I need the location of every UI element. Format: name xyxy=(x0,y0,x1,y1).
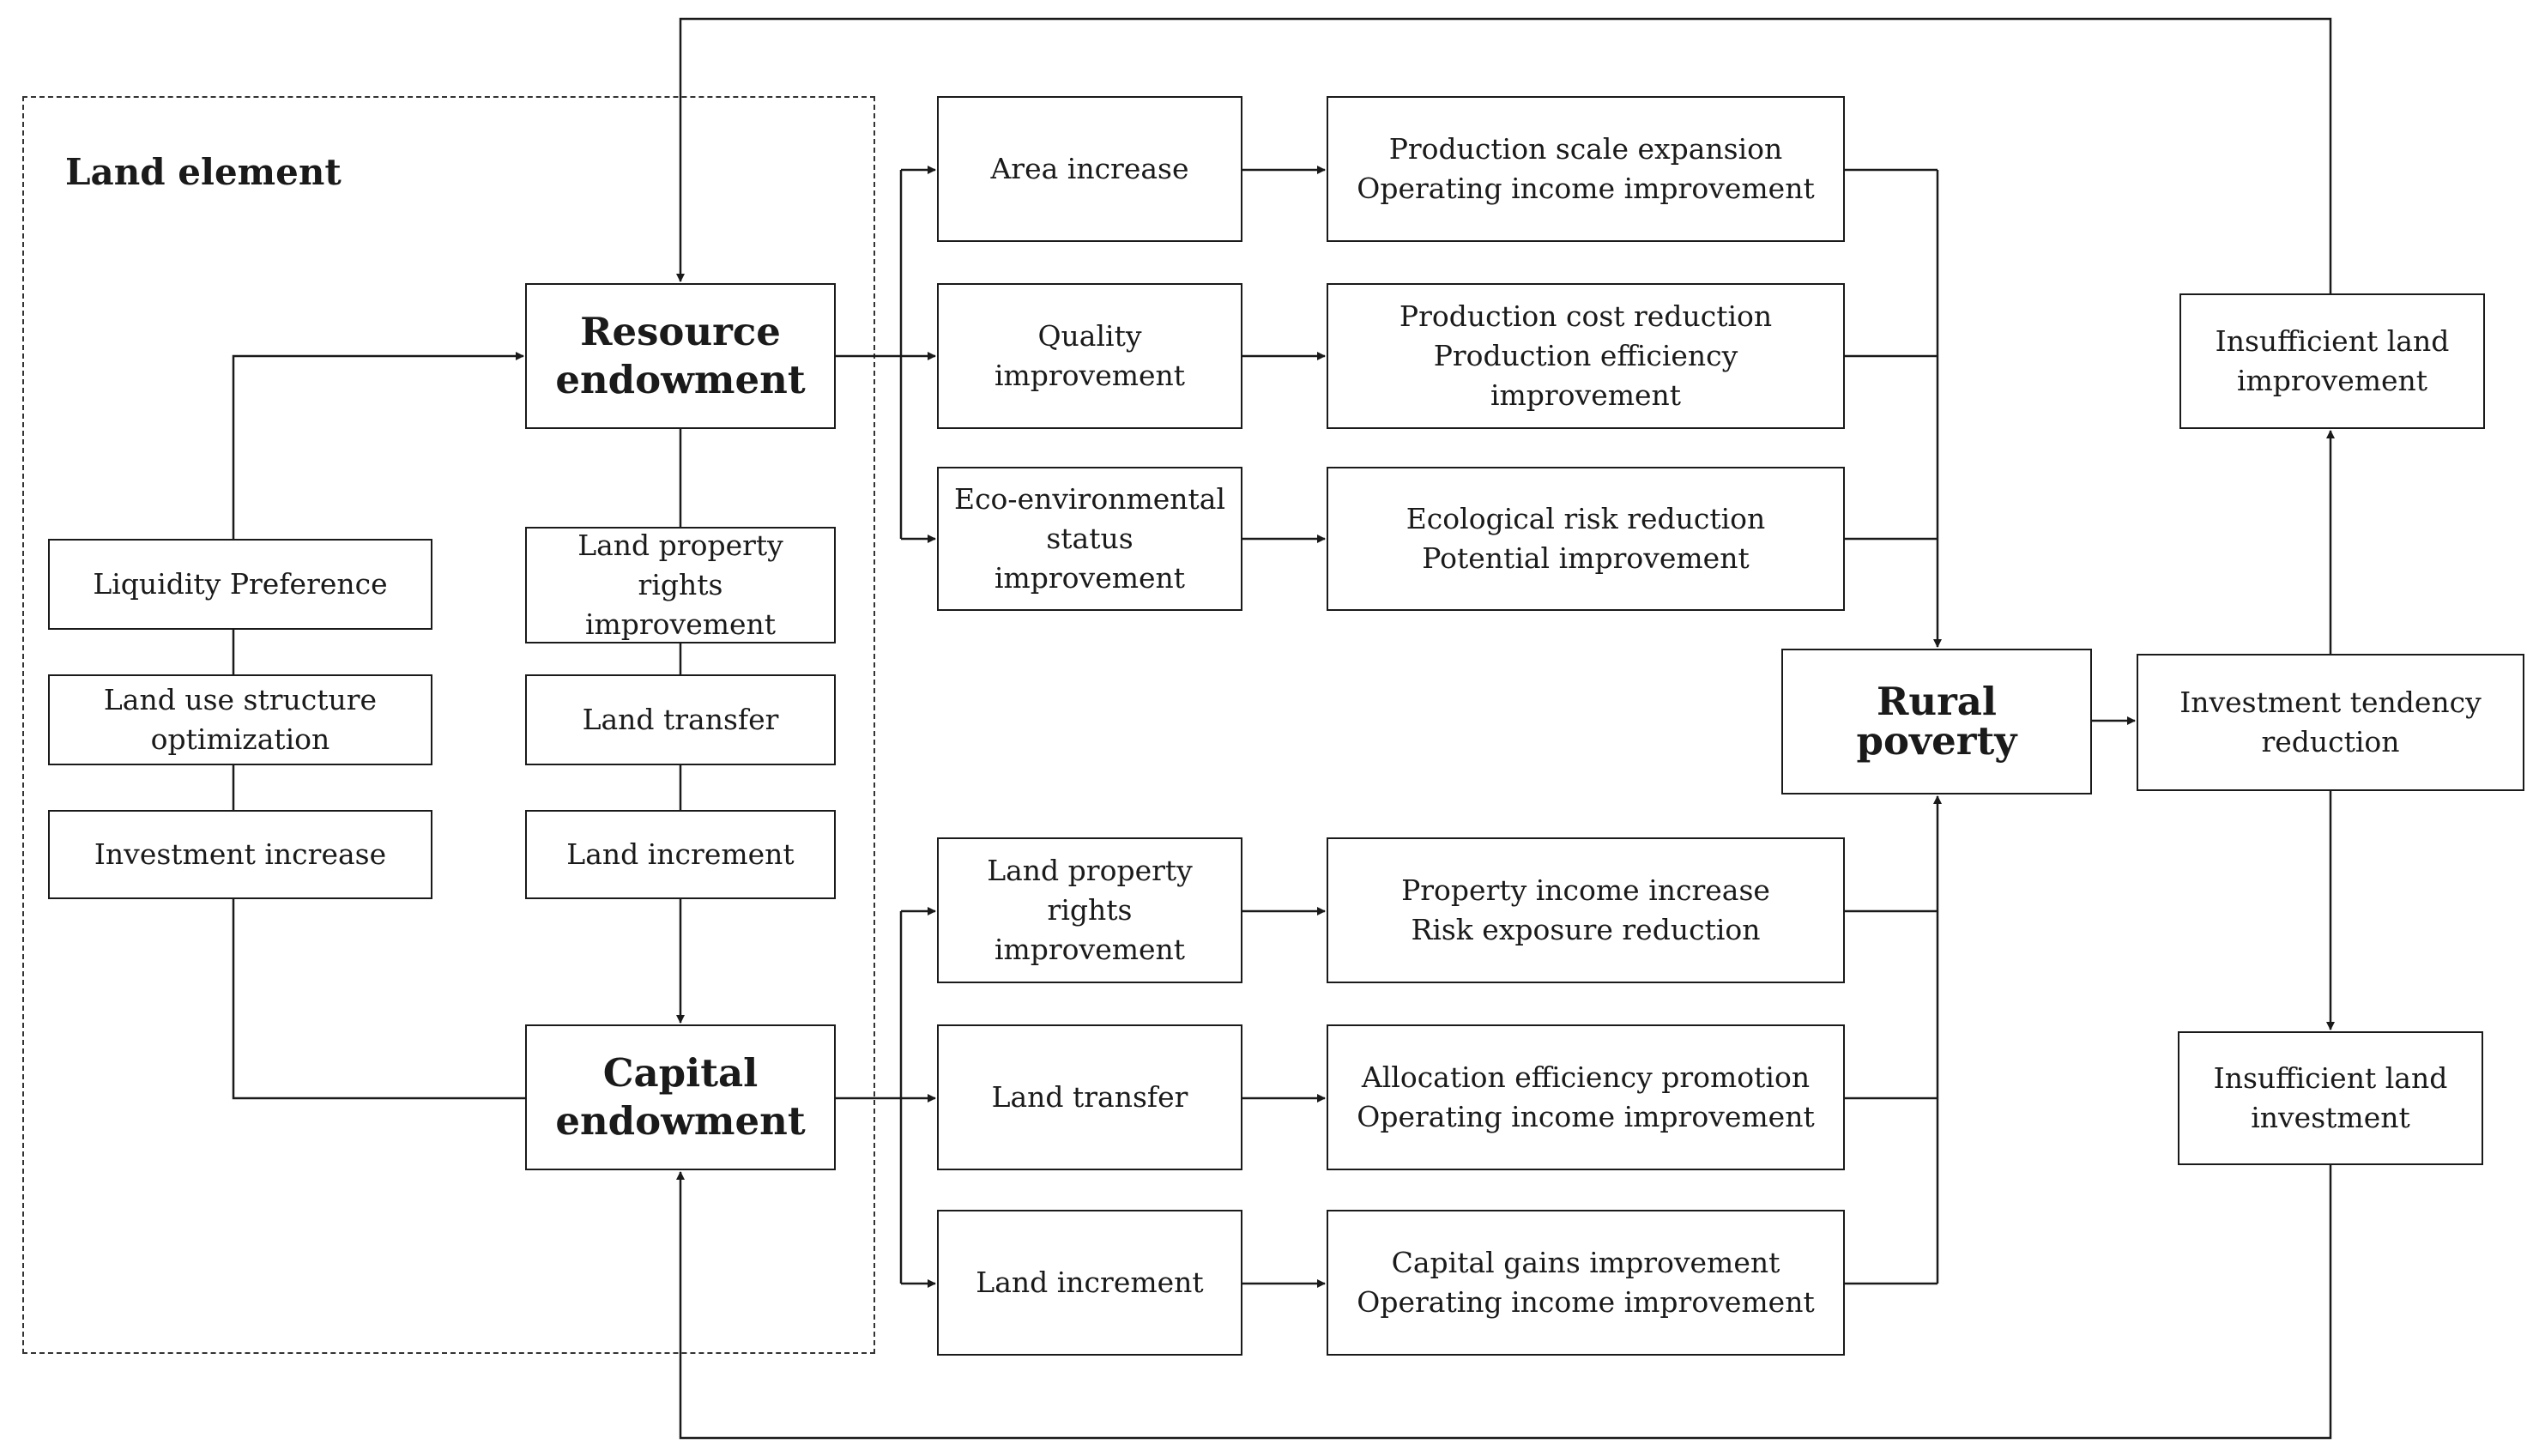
insufficient-land-investment-text: Insufficient land investment xyxy=(2214,1059,2448,1138)
production-scale-line-2: Operating income improvement xyxy=(1357,172,1815,205)
production-cost-line-2: Production efficiency improvement xyxy=(1433,339,1738,412)
property-income-line-2: Risk exposure reduction xyxy=(1411,913,1761,946)
insufficient-land-improvement-box: Insufficient land improvement xyxy=(2179,293,2485,429)
land-increment-mid-text: Land increment xyxy=(976,1263,1203,1302)
ecological-risk-line-1: Ecological risk reduction xyxy=(1406,502,1766,535)
liquidity-preference-text: Liquidity Preference xyxy=(93,565,387,604)
land-use-structure-box: Land use structure optimization xyxy=(48,674,432,765)
investment-tendency-line-1: Investment tendency xyxy=(2179,686,2482,719)
land-increment-left-text: Land increment xyxy=(566,835,794,874)
wire-improvement-feedback xyxy=(676,17,2332,293)
eco-environmental-box: Eco-environmental status improvement xyxy=(937,467,1242,611)
investment-increase-box: Investment increase xyxy=(48,810,432,899)
investment-tendency-line-2: reduction xyxy=(2261,725,2400,758)
land-transfer-mid-line-1: Land transfer xyxy=(991,1080,1188,1114)
allocation-efficiency-box: Allocation efficiency promotion Operatin… xyxy=(1327,1024,1845,1170)
resource-endowment-line-2: endowment xyxy=(555,357,806,402)
capital-endowment-box: Capital endowment xyxy=(525,1024,836,1170)
quality-improvement-line-1: Quality improvement xyxy=(994,319,1186,392)
liquidity-preference-box: Liquidity Preference xyxy=(48,539,432,630)
production-cost-text: Production cost reduction Production eff… xyxy=(1337,297,1835,415)
wire-liquidity-resource xyxy=(232,352,524,539)
investment-tendency-box: Investment tendency reduction xyxy=(2137,654,2524,791)
quality-improvement-box: Quality improvement xyxy=(937,283,1242,429)
property-income-box: Property income increase Risk exposure r… xyxy=(1327,837,1845,983)
insufficient-land-improvement-text: Insufficient land improvement xyxy=(2216,322,2450,401)
production-scale-line-1: Production scale expansion xyxy=(1388,132,1783,166)
production-scale-text: Production scale expansion Operating inc… xyxy=(1357,130,1814,208)
land-property-rights-left-box: Land property rights improvement xyxy=(525,527,836,643)
wire-investment-feedback xyxy=(676,1165,2332,1440)
land-increment-mid-line-1: Land increment xyxy=(976,1266,1204,1299)
quality-improvement-text: Quality improvement xyxy=(947,317,1232,396)
land-increment-left-line-1: Land increment xyxy=(566,837,795,871)
production-cost-box: Production cost reduction Production eff… xyxy=(1327,283,1845,429)
capital-gains-text: Capital gains improvement Operating inco… xyxy=(1357,1243,1814,1322)
capital-endowment-line-1: Capital xyxy=(602,1050,759,1096)
land-transfer-left-text: Land transfer xyxy=(583,700,779,740)
land-use-structure-line-1: Land use structure xyxy=(103,683,378,716)
property-income-text: Property income increase Risk exposure r… xyxy=(1401,871,1770,950)
land-property-rights-mid-line-1: Land property rights xyxy=(987,854,1193,927)
land-increment-left-box: Land increment xyxy=(525,810,836,899)
area-increase-box: Area increase xyxy=(937,96,1242,242)
land-element-label: Land element xyxy=(65,151,342,193)
land-transfer-left-line-1: Land transfer xyxy=(582,703,779,736)
land-transfer-mid-text: Land transfer xyxy=(992,1078,1188,1117)
insufficient-land-investment-line-2: investment xyxy=(2251,1101,2410,1134)
ecological-risk-text: Ecological risk reduction Potential impr… xyxy=(1406,499,1766,578)
liquidity-preference-line-1: Liquidity Preference xyxy=(93,567,388,601)
investment-tendency-text: Investment tendency reduction xyxy=(2179,683,2482,762)
rural-poverty-line-1: Rural poverty xyxy=(1856,679,2017,764)
land-property-rights-mid-text: Land property rights improvement xyxy=(947,851,1232,970)
capital-endowment-line-2: endowment xyxy=(555,1098,806,1144)
land-increment-mid-box: Land increment xyxy=(937,1210,1242,1356)
land-element-group xyxy=(22,96,875,1354)
land-transfer-left-box: Land transfer xyxy=(525,674,836,765)
capital-gains-line-1: Capital gains improvement xyxy=(1391,1246,1780,1279)
resource-endowment-text: Resource endowment xyxy=(555,308,805,404)
eco-environmental-line-1: Eco-environmental xyxy=(953,482,1226,516)
resource-endowment-line-1: Resource xyxy=(580,309,781,354)
production-scale-box: Production scale expansion Operating inc… xyxy=(1327,96,1845,242)
land-property-rights-mid-line-2: improvement xyxy=(994,933,1186,966)
area-increase-line-1: Area increase xyxy=(990,152,1189,185)
allocation-efficiency-text: Allocation efficiency promotion Operatin… xyxy=(1357,1058,1814,1137)
capital-gains-line-2: Operating income improvement xyxy=(1357,1285,1815,1319)
rural-poverty-box: Rural poverty xyxy=(1781,649,2092,794)
land-transfer-mid-box: Land transfer xyxy=(937,1024,1242,1170)
land-use-structure-line-2: optimization xyxy=(150,722,330,756)
insufficient-land-improvement-line-2: improvement xyxy=(2236,364,2428,397)
land-property-rights-mid-box: Land property rights improvement xyxy=(937,837,1242,983)
allocation-efficiency-line-2: Operating income improvement xyxy=(1357,1100,1815,1133)
resource-endowment-box: Resource endowment xyxy=(525,283,836,429)
production-cost-line-1: Production cost reduction xyxy=(1399,299,1773,333)
land-property-rights-left-text: Land property rights improvement xyxy=(535,526,825,644)
ecological-risk-line-2: Potential improvement xyxy=(1422,541,1750,575)
insufficient-land-improvement-line-1: Insufficient land xyxy=(2215,324,2450,358)
eco-environmental-text: Eco-environmental status improvement xyxy=(947,480,1232,598)
investment-increase-text: Investment increase xyxy=(94,835,386,874)
allocation-efficiency-line-1: Allocation efficiency promotion xyxy=(1361,1060,1811,1094)
capital-gains-box: Capital gains improvement Operating inco… xyxy=(1327,1210,1845,1356)
insufficient-land-investment-box: Insufficient land investment xyxy=(2178,1031,2483,1165)
wire-investment-capital xyxy=(232,899,525,1100)
land-property-rights-left-line-1: Land property rights xyxy=(577,529,783,601)
land-use-structure-text: Land use structure optimization xyxy=(104,680,377,759)
ecological-risk-box: Ecological risk reduction Potential impr… xyxy=(1327,467,1845,611)
rural-poverty-text: Rural poverty xyxy=(1792,682,2082,761)
area-increase-text: Area increase xyxy=(990,149,1188,189)
eco-environmental-line-2: status improvement xyxy=(994,522,1186,595)
property-income-line-1: Property income increase xyxy=(1401,873,1770,907)
land-property-rights-left-line-2: improvement xyxy=(584,607,777,641)
investment-increase-line-1: Investment increase xyxy=(94,837,387,871)
capital-endowment-text: Capital endowment xyxy=(555,1049,805,1145)
insufficient-land-investment-line-1: Insufficient land xyxy=(2213,1061,2448,1095)
